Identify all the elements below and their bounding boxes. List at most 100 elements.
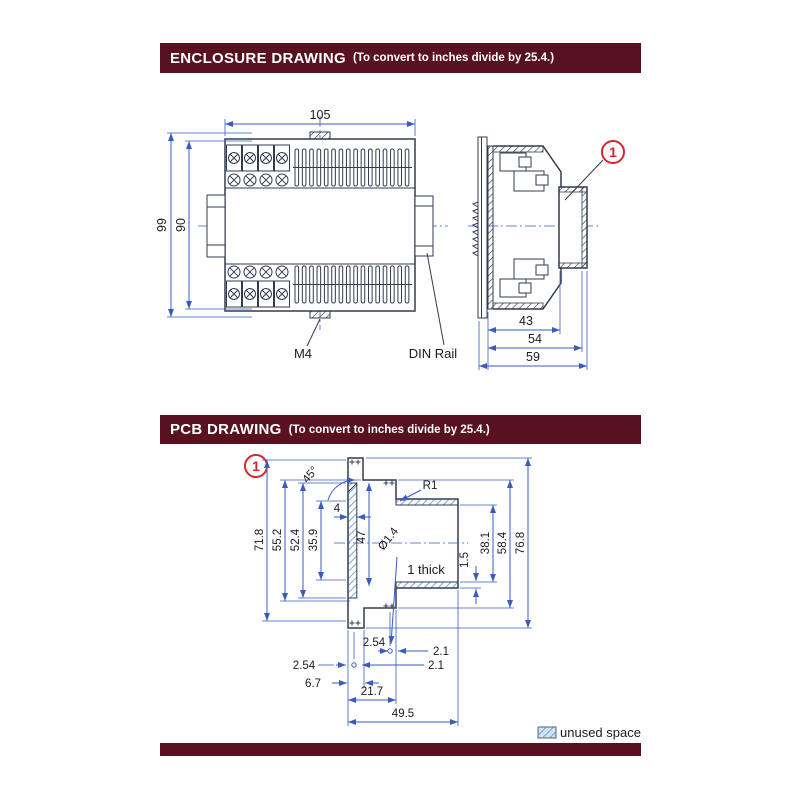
dim-label: 90 xyxy=(174,218,188,232)
dim-pitch-top-2-54: 2.54 xyxy=(363,637,388,654)
dim-49-5: 49.5 xyxy=(348,708,458,725)
callout-1-pcb: 1 xyxy=(244,454,268,478)
legend-label: unused space xyxy=(560,725,641,740)
dim-label: 52.4 xyxy=(290,528,302,551)
dim-6-7: 6.7 xyxy=(305,678,379,690)
dim-label: 99 xyxy=(155,218,169,232)
dim-76-8: 76.8 xyxy=(366,457,532,629)
terminal-screws xyxy=(226,144,290,308)
din-rail-label: DIN Rail xyxy=(409,346,458,361)
pin-marks xyxy=(349,459,395,626)
pcb-section-header: PCB DRAWING (To convert to inches divide… xyxy=(160,415,641,444)
unused-strip-bottom xyxy=(395,581,459,589)
dim-label: 4 xyxy=(334,503,341,515)
dim-label: 58.4 xyxy=(497,531,509,554)
dim-total-59: 59 xyxy=(478,271,588,370)
dim-label: 2.54 xyxy=(293,660,316,672)
dim-58-4: 58.4 xyxy=(398,479,514,609)
bottom-wall xyxy=(492,302,544,310)
dim-label: 76.8 xyxy=(515,532,527,554)
dim-label: 35.9 xyxy=(308,529,320,551)
dim-offset-side-2-1: 2.1 xyxy=(362,660,444,672)
top-wall xyxy=(492,145,544,153)
screw-slot xyxy=(277,153,287,163)
din-rail-profile xyxy=(477,136,488,319)
bottom-extension-lines xyxy=(347,590,459,726)
callout-number: 1 xyxy=(252,458,260,474)
mounting-hole xyxy=(351,662,357,668)
dim-height-90: 90 xyxy=(174,140,252,310)
pcb-drawing: 1 45° 4 R1 xyxy=(244,454,641,740)
rear-wall xyxy=(487,145,494,310)
dim-38-1: 38.1 xyxy=(460,504,497,583)
terminal-cross-section xyxy=(499,152,549,298)
dim-label: 21.7 xyxy=(361,686,383,698)
dim-recess-43: 43 xyxy=(487,271,561,370)
dim-55-2: 55.2 xyxy=(272,479,361,602)
enclosure-section-header: ENCLOSURE DRAWING (To convert to inches … xyxy=(160,43,641,73)
dim-label: 6.7 xyxy=(305,678,321,690)
rail-teeth xyxy=(471,201,479,257)
footer-bar xyxy=(160,743,641,756)
pcb-section-title: PCB DRAWING xyxy=(170,421,282,438)
unused-space-legend: unused space xyxy=(537,725,641,740)
screw-slot xyxy=(261,289,271,299)
screw-slot xyxy=(245,153,255,163)
right-din-clip xyxy=(414,195,434,257)
pcb-section-subtitle: (To convert to inches divide by 25.4.) xyxy=(288,423,490,436)
dim-pitch-side-2-54: 2.54 xyxy=(293,660,346,672)
dim-offset-top-2-1: 2.1 xyxy=(398,646,449,658)
dim-body-54: 54 xyxy=(488,271,583,352)
mounting-hole xyxy=(387,648,393,654)
screw-slot xyxy=(261,267,271,277)
dim-label: 55.2 xyxy=(272,529,284,551)
dim-corner-radius: R1 xyxy=(399,480,438,502)
bottom-fixing-tab xyxy=(309,310,331,319)
legend-swatch-hatch xyxy=(538,727,556,738)
screw-slot xyxy=(277,267,287,277)
callout-number: 1 xyxy=(609,144,617,160)
screw-slot xyxy=(261,153,271,163)
enclosure-section-subtitle: (To convert to inches divide by 25.4.) xyxy=(352,52,555,64)
dim-1-5: 1.5 xyxy=(459,552,481,604)
dim-label: R1 xyxy=(423,480,438,492)
screw-slot xyxy=(229,175,239,185)
dim-angle-45: 45° xyxy=(301,465,356,501)
dim-label: 59 xyxy=(526,350,540,364)
dim-label: 43 xyxy=(519,314,533,328)
screw-slot xyxy=(277,175,287,185)
dim-47: 47 xyxy=(356,483,372,586)
dim-height-99: 99 xyxy=(155,132,252,318)
screw-slot xyxy=(277,289,287,299)
screw-slot xyxy=(229,289,239,299)
dim-label: 2.54 xyxy=(363,637,386,649)
dim-label: 45° xyxy=(301,465,321,486)
callout-1-enclosure: 1 xyxy=(564,140,625,201)
dim-label: 71.8 xyxy=(254,529,266,551)
unused-strip-top xyxy=(395,498,459,506)
screw-slot xyxy=(229,267,239,277)
dim-label: 2.1 xyxy=(433,646,449,658)
dim-52-4: 52.4 xyxy=(290,482,346,599)
dim-label: 49.5 xyxy=(392,708,414,720)
m4-label: M4 xyxy=(294,346,312,361)
screw-slot xyxy=(261,175,271,185)
cavity-wall xyxy=(581,186,588,269)
left-din-clip xyxy=(206,194,226,258)
din-rail-callout: DIN Rail xyxy=(409,252,458,361)
dim-71-8: 71.8 xyxy=(254,459,346,622)
dim-label: 47 xyxy=(356,531,368,544)
thickness-note: 1 thick xyxy=(407,562,445,577)
screw-slot xyxy=(245,267,255,277)
dim-label: 2.1 xyxy=(428,660,444,672)
m4-callout: M4 xyxy=(294,318,321,361)
dim-label: 38.1 xyxy=(480,532,492,554)
dim-label: 105 xyxy=(310,108,331,122)
rail-tooth-profile xyxy=(471,201,479,257)
unused-strip-left xyxy=(347,482,358,599)
screw-slot xyxy=(245,175,255,185)
dim-21-7: 21.7 xyxy=(348,686,396,703)
screw-slot xyxy=(245,289,255,299)
